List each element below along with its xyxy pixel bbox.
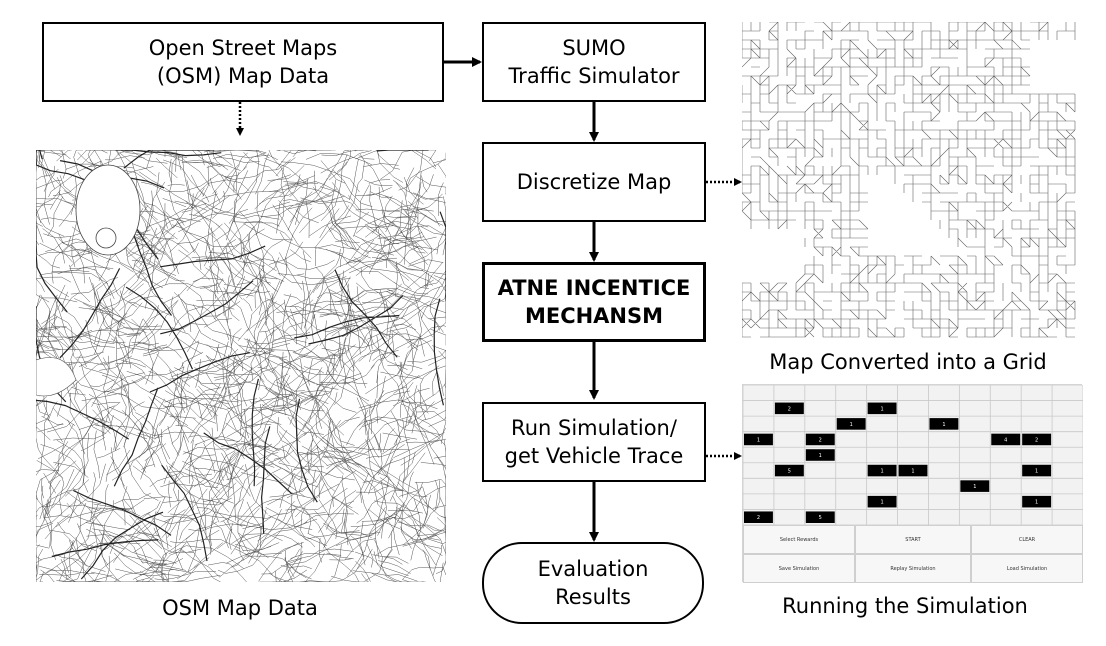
- discretize-label: Discretize Map: [516, 170, 672, 194]
- simulation-ui-image: 2 1 1 1 1 2 4 2 1 5 1 1 1 1 1 1 2 5 Select Rewards START …: [742, 384, 1083, 583]
- vehicle-count-label: 5: [788, 469, 791, 475]
- vehicle-cell: [744, 433, 773, 446]
- grid-map-image: [742, 22, 1076, 338]
- run-simulation-line2: get Vehicle Trace: [504, 444, 684, 468]
- sumo-line1: SUMO: [562, 36, 626, 60]
- simulation-button-bar: Select Rewards START CLEAR Save Simulati…: [743, 525, 1083, 583]
- vehicle-cell: [898, 464, 928, 477]
- run-simulation-line1: Run Simulation/: [511, 416, 677, 440]
- vehicle-count-label: 1: [880, 406, 883, 412]
- vehicle-cell: [929, 418, 959, 430]
- osm-source-line1: Open Street Maps: [148, 36, 338, 60]
- vehicle-cell: [805, 433, 835, 446]
- vehicle-cell: [1022, 495, 1052, 508]
- vehicle-count-label: 1: [880, 469, 883, 475]
- sumo-box: SUMO Traffic Simulator: [482, 22, 706, 102]
- clear-button: CLEAR: [971, 525, 1083, 554]
- vehicle-cell: [836, 418, 866, 430]
- evaluation-line2: Results: [555, 585, 631, 609]
- vehicle-count-label: 1: [819, 453, 822, 459]
- vehicle-count-label: 5: [819, 515, 822, 521]
- vehicle-cell: [774, 464, 804, 477]
- sumo-line2: Traffic Simulator: [508, 64, 680, 88]
- vehicle-cell: [1022, 464, 1052, 477]
- atne-box: ATNE INCENTICE MECHANSM: [482, 262, 706, 342]
- vehicle-count-label: 2: [788, 406, 791, 412]
- vehicle-cell: [744, 511, 773, 523]
- replay-simulation-button: Replay Simulation: [855, 554, 971, 583]
- simulation-grid: 2 1 1 1 1 2 4 2 1 5 1 1 1 1 1 1 2 5: [743, 385, 1083, 525]
- evaluation-box: Evaluation Results: [482, 542, 704, 624]
- vehicle-count-label: 2: [819, 437, 822, 443]
- run-simulation-box: Run Simulation/ get Vehicle Trace: [482, 402, 706, 482]
- vehicle-count-label: 1: [1035, 500, 1038, 506]
- vehicle-count-label: 1: [911, 469, 914, 475]
- vehicle-cell: [960, 480, 990, 492]
- atne-line1: ATNE INCENTICE: [497, 276, 691, 300]
- save-simulation-button: Save Simulation: [743, 554, 855, 583]
- simulation-caption: Running the Simulation: [782, 594, 1028, 618]
- grid-map-caption: Map Converted into a Grid: [769, 350, 1047, 374]
- vehicle-count-label: 2: [757, 515, 760, 521]
- select-rewards-button: Select Rewards: [743, 525, 855, 554]
- evaluation-line1: Evaluation: [537, 557, 649, 581]
- vehicle-cell: [774, 402, 804, 415]
- vehicle-count-label: 1: [942, 422, 945, 428]
- vehicle-count-label: 1: [973, 484, 976, 490]
- vehicle-cell: [1022, 433, 1052, 446]
- vehicle-count-label: 1: [850, 422, 853, 428]
- vehicle-cell: [805, 449, 835, 461]
- osm-map-image: [36, 150, 446, 582]
- osm-map-caption: OSM Map Data: [162, 596, 318, 620]
- vehicle-count-label: 4: [1004, 437, 1007, 443]
- atne-line2: MECHANSM: [524, 304, 664, 328]
- start-button: START: [855, 525, 971, 554]
- osm-source-line2: (OSM) Map Data: [156, 64, 330, 88]
- vehicle-cell: [867, 495, 897, 508]
- vehicle-count-label: 1: [880, 500, 883, 506]
- vehicle-count-label: 2: [1035, 437, 1038, 443]
- vehicle-count-label: 1: [1035, 469, 1038, 475]
- vehicle-cell: [991, 433, 1021, 446]
- vehicle-count-label: 1: [757, 437, 760, 443]
- load-simulation-button: Load Simulation: [971, 554, 1083, 583]
- vehicle-cell: [867, 402, 897, 415]
- vehicle-cell: [867, 464, 897, 477]
- vehicle-cell: [805, 511, 835, 523]
- osm-source-box: Open Street Maps (OSM) Map Data: [42, 22, 444, 102]
- discretize-box: Discretize Map: [482, 142, 706, 222]
